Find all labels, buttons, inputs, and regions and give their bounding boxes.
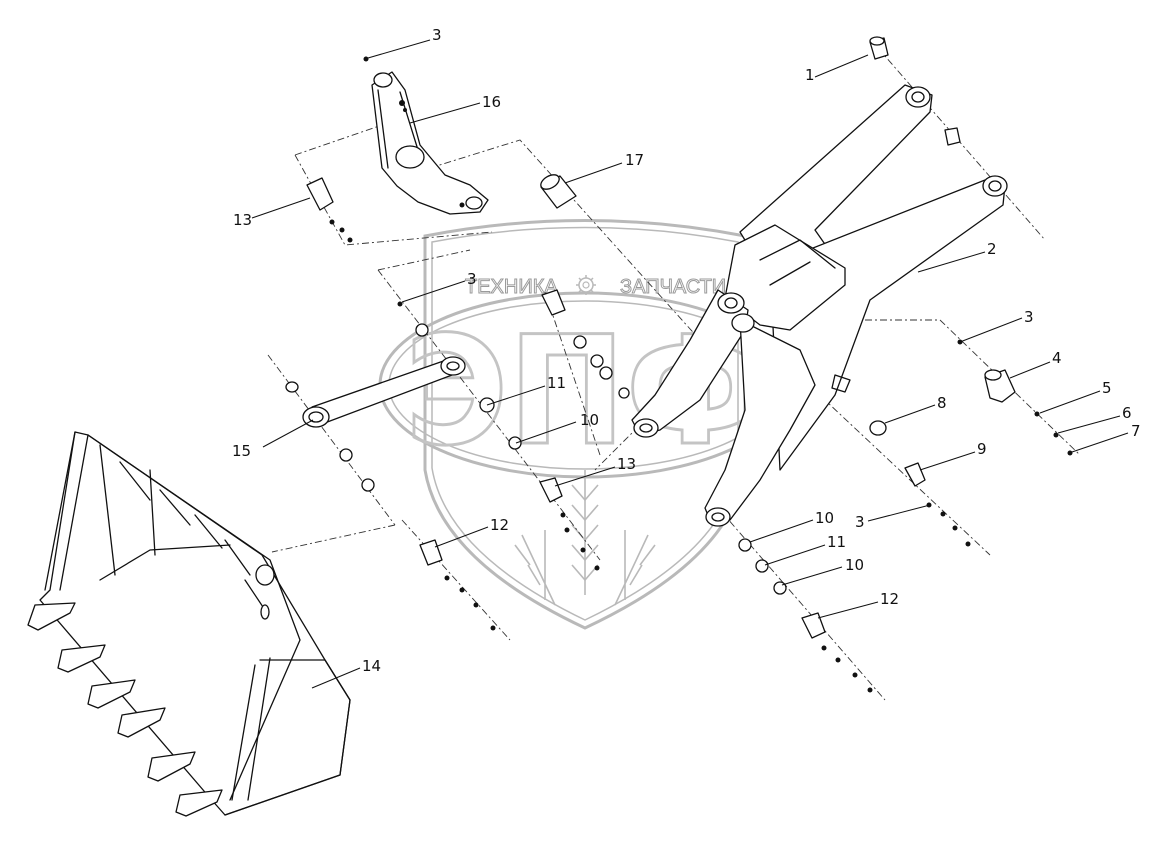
- pin-part-13-lower: [539, 477, 563, 503]
- callout-13-left: 13: [233, 211, 252, 229]
- callout-10-lower-a: 10: [815, 509, 834, 527]
- pin-part-12-right: [801, 612, 826, 639]
- bushing-part-8: [869, 420, 887, 436]
- callout-9: 9: [977, 440, 987, 458]
- watermark-shield: [423, 219, 747, 630]
- callout-6: 6: [1122, 404, 1132, 422]
- callout-11-lower: 11: [827, 533, 846, 551]
- wheat-ear-icon: [514, 470, 656, 606]
- gear-icon: [576, 275, 596, 295]
- bucket-teeth: [27, 602, 223, 817]
- callout-12-right: 12: [880, 590, 899, 608]
- callout-10-lower-b: 10: [845, 556, 864, 574]
- callout-5: 5: [1102, 379, 1112, 397]
- watermark-shield-inner: [431, 226, 739, 621]
- callout-12-left: 12: [490, 516, 509, 534]
- pin-part-12-left: [419, 539, 443, 566]
- callout-2: 2: [987, 240, 997, 258]
- callout-labels: 1 2 3 3 3 3 4 5 6 7 8 9 10 10 10 11 11 1…: [232, 26, 1141, 675]
- pin-part-13-upper: [306, 177, 334, 211]
- watermark-right-word: ЗАПЧАСТИ: [620, 276, 726, 298]
- callout-8: 8: [937, 394, 947, 412]
- callout-14: 14: [362, 657, 381, 675]
- callout-3-lower-right: 3: [855, 513, 865, 531]
- callout-10-center: 10: [580, 411, 599, 429]
- bucket-part-14: [27, 431, 351, 817]
- bushing-part-17: [540, 174, 577, 209]
- callout-3-right: 3: [1024, 308, 1034, 326]
- callout-13-center: 13: [617, 455, 636, 473]
- callout-15: 15: [232, 442, 251, 460]
- boom-arm-part-2: [631, 84, 1008, 527]
- callout-16: 16: [482, 93, 501, 111]
- pin-part-9: [904, 462, 926, 487]
- callout-17: 17: [625, 151, 644, 169]
- callout-3-middle: 3: [467, 270, 477, 288]
- callout-3-top: 3: [432, 26, 442, 44]
- watermark-left-word: ТЕХНИКА: [465, 276, 558, 298]
- rocker-arm-part-16: [371, 71, 489, 215]
- callout-11-center: 11: [547, 374, 566, 392]
- callout-4: 4: [1052, 349, 1062, 367]
- callout-7: 7: [1131, 422, 1141, 440]
- callout-1: 1: [805, 66, 815, 84]
- leader-lines: [251, 39, 1129, 689]
